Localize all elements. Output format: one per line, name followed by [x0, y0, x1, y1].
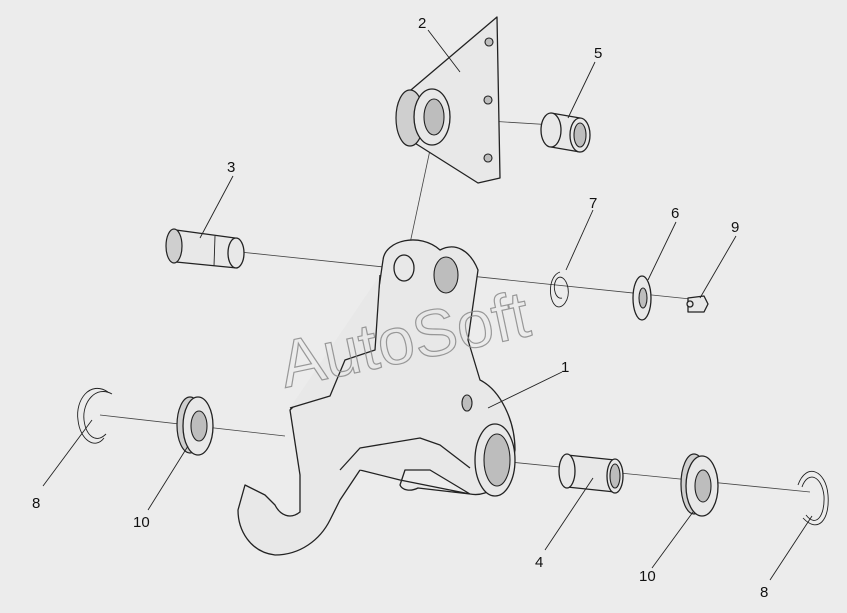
callout-3: 3 [227, 159, 235, 176]
part-7-clip [550, 271, 569, 308]
callout-2: 2 [418, 15, 426, 32]
callout-7: 7 [589, 195, 597, 212]
callout-6: 6 [671, 205, 679, 222]
part-10-bearing-left [176, 396, 214, 456]
leader-lines [42, 29, 813, 581]
part-2-mounting-plate [395, 16, 501, 184]
part-4-sleeve [558, 453, 624, 494]
part-8-retaining-ring-right [797, 471, 829, 526]
part-10-bearing-right [680, 453, 719, 517]
callout-9: 9 [731, 219, 739, 236]
part-1-bracket [237, 239, 516, 556]
part-3-pin [165, 228, 245, 269]
callout-10-left: 10 [133, 514, 150, 531]
callout-5: 5 [594, 45, 602, 62]
callout-8-left: 8 [32, 495, 40, 512]
part-5-bushing [540, 112, 591, 153]
callout-10-right: 10 [639, 568, 656, 585]
callout-4: 4 [535, 554, 543, 571]
callout-1: 1 [561, 359, 569, 376]
part-8-retaining-ring-left [77, 387, 113, 444]
part-6-washer [632, 275, 652, 321]
callout-labels: 1 2 3 4 5 6 7 8 8 9 10 10 [32, 15, 768, 601]
part-9-grease-fitting [686, 295, 709, 313]
callout-8-right: 8 [760, 584, 768, 601]
